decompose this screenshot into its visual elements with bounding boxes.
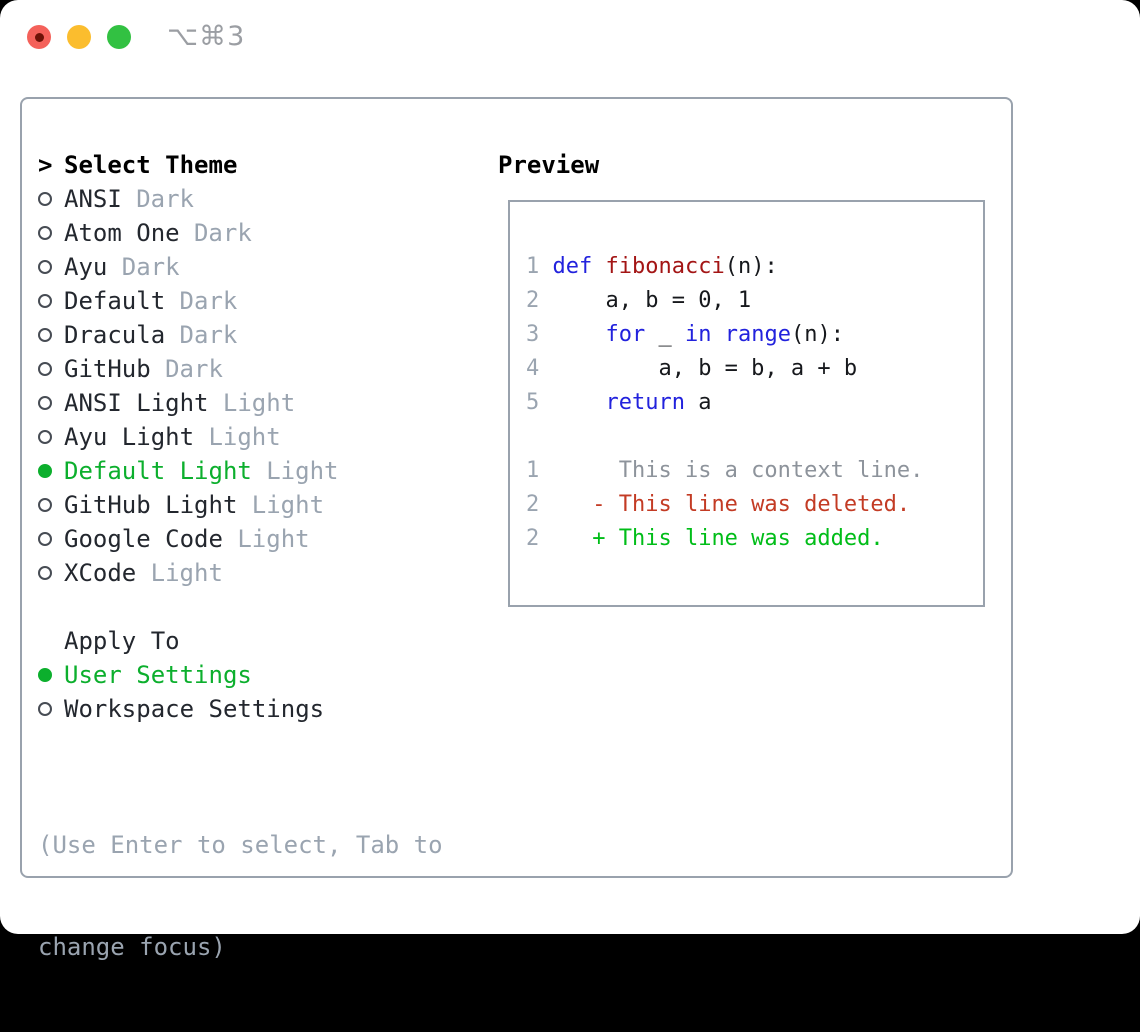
radio-unselected-icon [38,396,52,410]
option-label: Google Code [64,525,223,553]
keyboard-shortcut-label: ⌥⌘3 [167,21,245,52]
zoom-button[interactable] [107,25,131,49]
code-line: 3 for _ in range(n): [526,318,983,352]
option-label: Workspace Settings [64,695,324,723]
radio-unselected-icon [38,532,52,546]
theme-option[interactable]: Default Light Light [38,454,338,488]
radio-unselected-icon [38,566,52,580]
theme-variant-tag: Light [266,457,338,485]
apply-to-option[interactable]: Workspace Settings [38,692,324,726]
option-label: ANSI [64,185,122,213]
apply-to-title: Apply To [64,627,180,655]
radio-unselected-icon [38,226,52,240]
selection-cursor: > [38,151,64,179]
radio-selected-icon [38,668,52,682]
theme-option[interactable]: Default Dark [38,284,338,318]
radio-unselected-icon [38,498,52,512]
option-label: User Settings [64,661,252,689]
theme-option[interactable]: ANSI Light Light [38,386,338,420]
apply-to-header: Apply To [38,624,324,658]
radio-unselected-icon [38,260,52,274]
option-label: Ayu [64,253,107,281]
radio-unselected-icon [38,192,52,206]
theme-option[interactable]: ANSI Dark [38,182,338,216]
unsaved-indicator-dot [35,33,44,42]
option-label: Default Light [64,457,252,485]
option-label: Atom One [64,219,180,247]
preview-title: Preview [498,148,599,182]
minimize-button[interactable] [67,25,91,49]
code-line: 2 a, b = 0, 1 [526,284,983,318]
option-label: XCode [64,559,136,587]
usage-hint-line1: (Use Enter to select, Tab to [38,828,443,862]
code-line: 2 - This line was deleted. [526,488,983,522]
radio-unselected-icon [38,702,52,716]
apply-to-option[interactable]: User Settings [38,658,324,692]
theme-option[interactable]: Ayu Light Light [38,420,338,454]
theme-option[interactable]: GitHub Light Light [38,488,338,522]
theme-option[interactable]: Atom One Dark [38,216,338,250]
code-line: 1 def fibonacci(n): [526,250,983,284]
option-label: Ayu Light [64,423,194,451]
theme-variant-tag: Dark [122,253,180,281]
window-titlebar: ⌥⌘3 [0,0,1140,74]
code-line: 5 return a [526,386,983,420]
theme-option[interactable]: XCode Light [38,556,338,590]
radio-unselected-icon [38,294,52,308]
theme-variant-tag: Light [252,491,324,519]
blank-line [526,420,983,454]
theme-option[interactable]: Dracula Dark [38,318,338,352]
theme-variant-tag: Light [237,525,309,553]
code-line: 1 This is a context line. [526,454,983,488]
theme-option[interactable]: GitHub Dark [38,352,338,386]
radio-unselected-icon [38,362,52,376]
theme-variant-tag: Light [223,389,295,417]
theme-option[interactable]: Google Code Light [38,522,338,556]
theme-variant-tag: Dark [165,355,223,383]
option-label: GitHub [64,355,151,383]
option-label: GitHub Light [64,491,237,519]
theme-variant-tag: Dark [180,321,238,349]
theme-list-header: > Select Theme [38,148,338,182]
radio-selected-icon [38,464,52,478]
usage-hint-line2: change focus) [38,930,443,964]
option-label: Dracula [64,321,165,349]
theme-variant-tag: Light [151,559,223,587]
theme-variant-tag: Dark [194,219,252,247]
close-button[interactable] [27,25,51,49]
radio-unselected-icon [38,430,52,444]
usage-hint: (Use Enter to select, Tab to change focu… [38,760,443,1032]
code-line: 4 a, b = b, a + b [526,352,983,386]
theme-variant-tag: Light [208,423,280,451]
theme-option[interactable]: Ayu Dark [38,250,338,284]
theme-list-title: Select Theme [64,151,237,179]
radio-unselected-icon [38,328,52,342]
option-label: Default [64,287,165,315]
option-label: ANSI Light [64,389,209,417]
theme-variant-tag: Dark [180,287,238,315]
theme-variant-tag: Dark [136,185,194,213]
code-line: 2 + This line was added. [526,522,983,556]
